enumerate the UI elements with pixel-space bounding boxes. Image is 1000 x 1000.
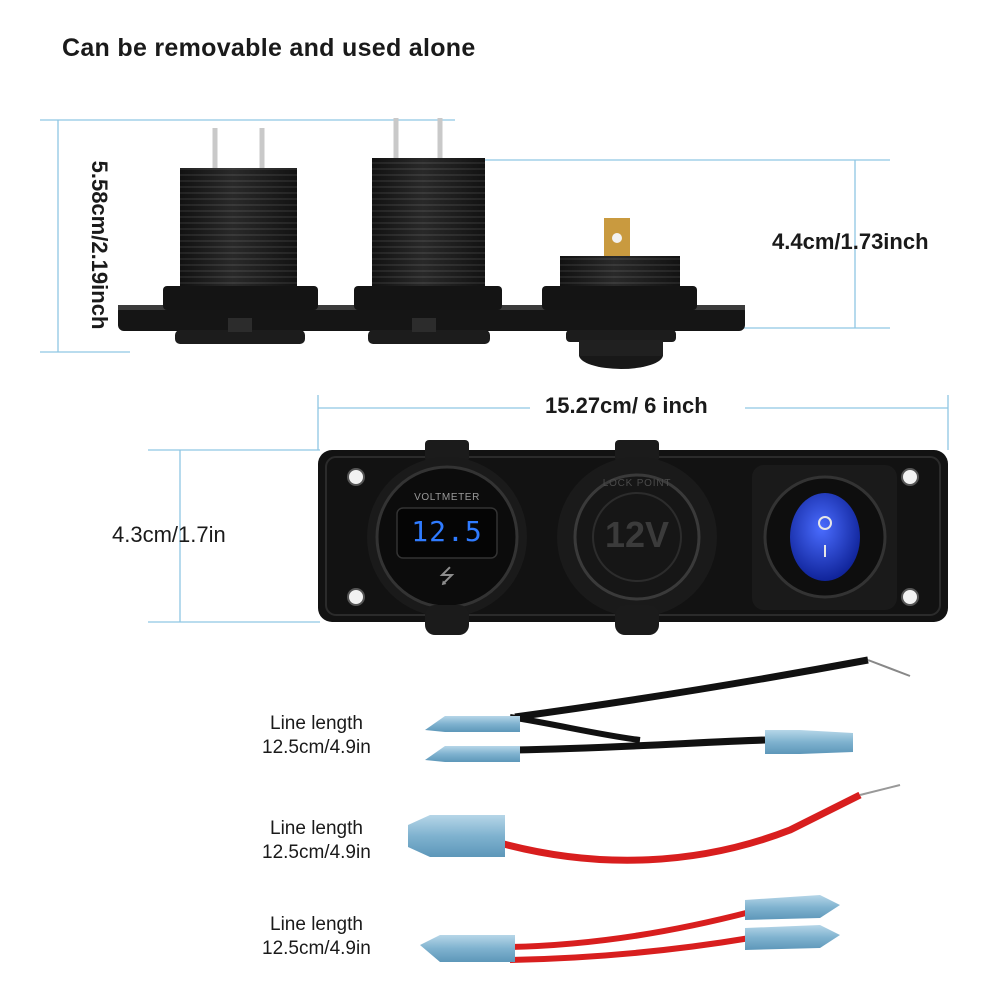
dimension-panel-height: 4.3cm/1.7in (112, 522, 226, 547)
mounting-holes (347, 468, 919, 606)
wire-label-2: Line length 12.5cm/4.9in (262, 817, 371, 865)
voltmeter-reading: 12.5 (411, 515, 483, 548)
wire-title: Line length (270, 713, 363, 734)
page-title: Can be removable and used alone (62, 34, 476, 62)
side-view-panel (118, 118, 745, 369)
wire-title: Line length (270, 818, 363, 839)
wire-title: Line length (270, 914, 363, 935)
rocker-switch (752, 465, 897, 610)
red-wire-single (408, 784, 901, 864)
wire-length: 12.5cm/4.9in (262, 938, 371, 959)
socket-label: 12V (604, 514, 670, 555)
wire-length: 12.5cm/4.9in (262, 737, 371, 758)
dimension-lines-front (148, 395, 949, 623)
front-panel (318, 440, 948, 635)
dimension-socket-height: 4.4cm/1.73inch (772, 229, 929, 254)
wire-length: 12.5cm/4.9in (262, 842, 371, 863)
dimension-lines-side (40, 119, 890, 353)
usb-icon: ⭍ (438, 566, 456, 588)
socket-ring-text: LOCK POINT (602, 478, 672, 489)
dimension-overall-height: 5.58cm/2.19inch (87, 160, 112, 330)
wire-label-1: Line length 12.5cm/4.9in (262, 712, 371, 760)
black-wire-assembly (425, 656, 911, 762)
dimension-panel-width: 15.27cm/ 6 inch (545, 393, 708, 418)
wire-label-3: Line length 12.5cm/4.9in (262, 913, 371, 961)
12v-socket (557, 440, 717, 635)
usb-voltmeter-socket (367, 440, 527, 635)
red-wire-double (420, 895, 840, 963)
voltmeter-label: VOLTMETER (414, 492, 480, 503)
